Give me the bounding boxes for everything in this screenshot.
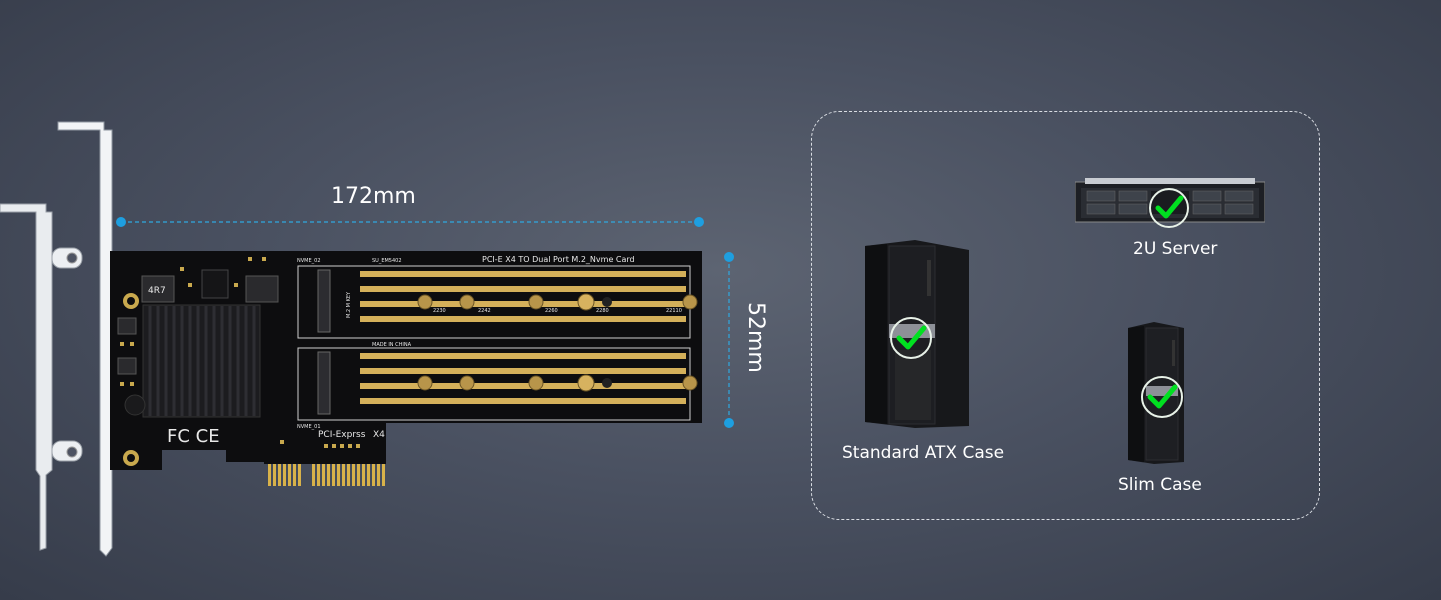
inductor-label: 4R7: [148, 286, 166, 296]
size-label: 2230: [433, 308, 446, 314]
check-icon: [1149, 188, 1189, 228]
cert-label: FC CE: [167, 426, 220, 447]
full-profile-bracket: [57, 121, 113, 557]
check-icon: [890, 317, 932, 359]
size-label: 22110: [666, 308, 682, 314]
card-title: PCI-E X4 TO Dual Port M.2_Nvme Card: [482, 255, 635, 264]
lanes-label: X4: [373, 430, 385, 440]
slot-top-label: NVME_02: [297, 258, 321, 264]
interface-label: PCI-Exprss: [318, 430, 366, 440]
atx-case-label: Standard ATX Case: [842, 443, 1005, 463]
model-label: SU_EM5402: [372, 258, 402, 264]
size-label: 2280: [596, 308, 609, 314]
slim-case-image: [1128, 322, 1184, 464]
size-label: 2242: [478, 308, 491, 314]
slim-case-label: Slim Case: [1118, 475, 1202, 495]
length-dimension-line: [116, 217, 704, 227]
check-icon: [1141, 376, 1183, 418]
height-dimension-line: [724, 252, 734, 428]
slot-bottom-label: NVME_01: [297, 424, 321, 430]
length-label: 172mm: [331, 184, 416, 209]
server-label: 2U Server: [1133, 239, 1218, 259]
product-illustration: PCI-E X4 TO Dual Port M.2_Nvme Card NVME…: [0, 121, 734, 557]
compatibility-panel: [811, 111, 1320, 520]
key-label: M.2 M KEY: [346, 291, 352, 318]
nvme-card: PCI-E X4 TO Dual Port M.2_Nvme Card NVME…: [110, 251, 702, 486]
low-profile-bracket: [0, 203, 83, 551]
made-in-label: MADE IN CHINA: [372, 342, 412, 348]
size-label: 2260: [545, 308, 558, 314]
